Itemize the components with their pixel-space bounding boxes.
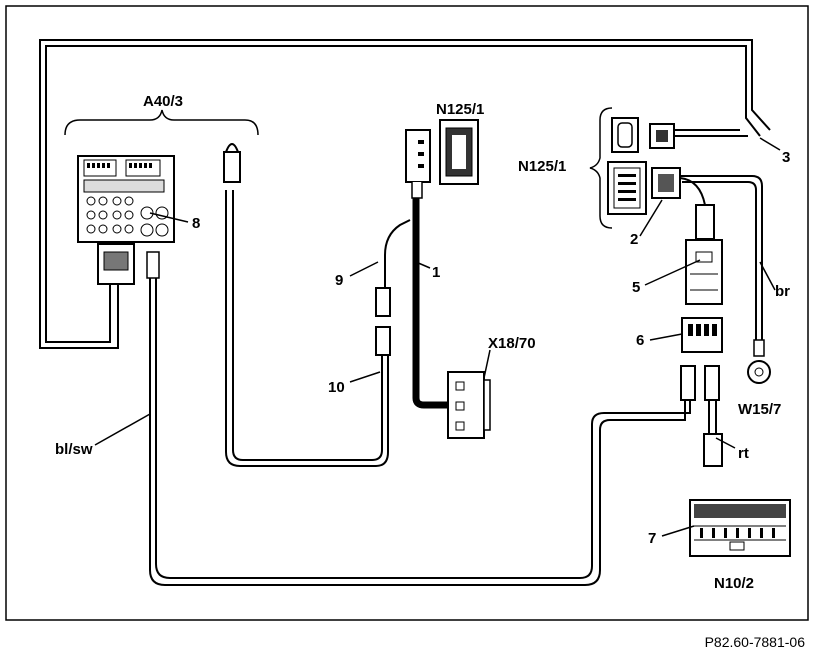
label-rt: rt (738, 445, 749, 462)
harness-br (680, 175, 763, 354)
inline-connector-6-right (704, 365, 720, 401)
reference-number: P82.60-7881-06 (704, 634, 805, 650)
a40-3-bracket (64, 109, 259, 136)
antenna-plug (223, 143, 241, 183)
callout-9: 9 (335, 272, 343, 289)
callout-7: 7 (648, 530, 656, 547)
harness-1 (412, 198, 450, 409)
label-w15-7: W15/7 (738, 401, 781, 418)
connector-2 (651, 167, 706, 206)
label-a40-3: A40/3 (143, 93, 183, 110)
label-br: br (775, 283, 790, 300)
callout-8: 8 (192, 215, 200, 232)
inline-connector-6-left (680, 365, 696, 401)
connector-3-plug (649, 123, 675, 149)
a40-3-connector (77, 155, 175, 285)
inline-connector-9-a (375, 287, 391, 317)
x18-70-connector (447, 371, 491, 439)
connector-6 (681, 317, 723, 353)
harness-loop-3 (39, 39, 771, 349)
callout-5: 5 (632, 279, 640, 296)
n10-2-module (689, 499, 791, 557)
callout-6: 6 (636, 332, 644, 349)
diagram-border (5, 5, 809, 621)
inline-connector-9-b (375, 326, 391, 356)
w15-7-ground-ring (747, 339, 771, 384)
harness-10 (225, 190, 411, 467)
callout-10: 10 (328, 379, 345, 396)
callout-3: 3 (782, 149, 790, 166)
connector-5 (685, 204, 723, 305)
callout-2: 2 (630, 231, 638, 248)
leader-lines (94, 137, 781, 537)
label-n10-2: N10/2 (714, 575, 754, 592)
label-n125-1-side: N125/1 (518, 158, 566, 175)
n125-1-module-top (439, 119, 479, 185)
callout-1: 1 (432, 264, 440, 281)
label-n125-1-top: N125/1 (436, 101, 484, 118)
label-bl-sw: bl/sw (55, 441, 93, 458)
harness-bl-sw (149, 278, 691, 586)
connector-1 (405, 129, 431, 199)
n125-1-bracket (589, 107, 613, 229)
label-x18-70: X18/70 (488, 335, 536, 352)
n125-1-module-side (607, 117, 647, 215)
harness-rt (703, 400, 723, 467)
